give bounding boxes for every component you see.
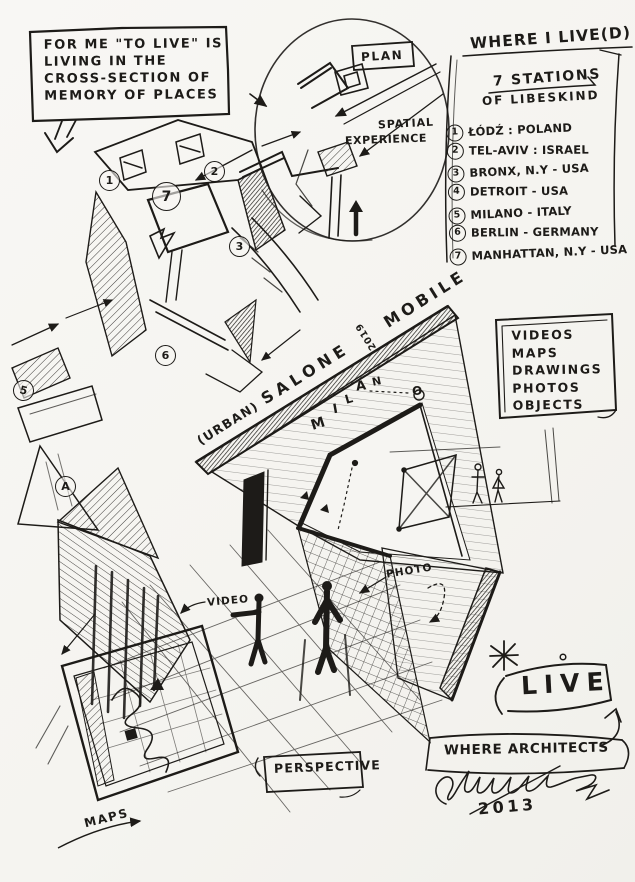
media-box-frame	[494, 312, 618, 420]
milano-letter: O	[412, 384, 423, 398]
quote-text: FOR ME "TO LIVE" IS LIVING IN THE CROSS-…	[44, 35, 224, 105]
station-place: MANHATTAN, N.Y - USA	[471, 242, 628, 264]
station-item: 3 BRONX, N.Y - USA	[447, 160, 625, 184]
stations-panel-frame	[444, 46, 633, 263]
quote-line: FOR ME "TO LIVE" IS	[43, 36, 224, 53]
media-item: VIDEOS	[511, 326, 575, 343]
station-number: 4	[447, 183, 466, 202]
station-item: 4 DETROIT - USA	[447, 183, 626, 202]
station-place: MILANO - ITALY	[470, 203, 573, 222]
quote-line: CROSS-SECTION OF	[44, 70, 212, 87]
small-figures	[389, 427, 561, 508]
media-item: OBJECTS	[512, 396, 585, 413]
where-architects-label: WHERE ARCHITECTS	[443, 739, 609, 759]
asterisk-icon	[489, 640, 519, 671]
map-frame-sketch	[35, 613, 240, 802]
live-block-sketch	[489, 640, 622, 747]
quote-line: LIVING IN THE	[43, 53, 168, 70]
station-item: 5 MILANO - ITALY	[448, 201, 626, 225]
quote-line: MEMORY OF PLACES	[44, 87, 219, 104]
station-item: 7 MANHATTAN, N.Y - USA	[449, 242, 628, 267]
plan-marker-3: 3	[229, 236, 250, 257]
station-place: DETROIT - USA	[469, 183, 569, 199]
media-item: MAPS	[511, 344, 559, 361]
axon-plan-sketch	[11, 119, 319, 531]
station-place: TEL-AVIV : ISRAEL	[468, 142, 589, 158]
station-item: 6 BERLIN - GERMANY	[448, 225, 627, 243]
station-place: ŁÓDŹ : POLAND	[468, 120, 573, 140]
architects-box-sketch	[425, 733, 630, 775]
station-number: 1	[446, 124, 464, 143]
figure-sketches	[230, 581, 351, 701]
perspective-label-box	[254, 751, 364, 798]
plan-marker-1: 1	[99, 170, 120, 191]
plan-marker-6: 6	[155, 345, 176, 366]
station-number: 3	[447, 165, 465, 184]
bubble-tail-arrow-icon	[44, 132, 74, 154]
plan-bubble-sketch	[239, 18, 450, 242]
station-place: BERLIN - GERMANY	[470, 225, 599, 241]
stations-list: 1 ŁÓDŹ : POLAND 2 TEL-AVIV : ISRAEL 3 BR…	[446, 120, 628, 269]
station-number: 7	[449, 248, 467, 267]
banner-year: 2019	[353, 320, 379, 353]
live-title: LIVE	[520, 666, 612, 701]
station-place: BRONX, N.Y - USA	[469, 161, 590, 181]
plan-marker-7: 7	[152, 182, 181, 211]
milano-letter: A	[355, 378, 368, 395]
banner-ridge	[194, 304, 460, 476]
artwork-frame	[396, 453, 457, 532]
photo-arrow-icon	[358, 576, 387, 594]
main-perspective-sketch	[56, 313, 561, 813]
media-item: PHOTOS	[512, 379, 581, 396]
signature-scrawl	[435, 765, 610, 815]
maps-arrow-icon	[57, 817, 142, 849]
station-number: 2	[446, 142, 464, 160]
curl-arrow-icon	[604, 707, 622, 723]
media-item: DRAWINGS	[511, 361, 603, 378]
station-item: 2 TEL-AVIV : ISRAEL	[446, 142, 625, 160]
media-list: VIDEOS MAPS DRAWINGS PHOTOS OBJECTS	[511, 325, 603, 414]
speech-bubble	[28, 25, 231, 154]
video-arrow-icon	[180, 601, 206, 614]
plan-marker-2: 2	[204, 161, 225, 182]
station-number: 5	[448, 207, 466, 225]
plan-marker-a: A	[55, 476, 76, 497]
plan-label-box	[351, 41, 415, 71]
station-number: 6	[448, 225, 467, 243]
plan-label: PLAN	[360, 47, 404, 65]
open-arrow-icon	[148, 227, 176, 260]
dotted-arc-arrow-icon	[427, 583, 446, 623]
